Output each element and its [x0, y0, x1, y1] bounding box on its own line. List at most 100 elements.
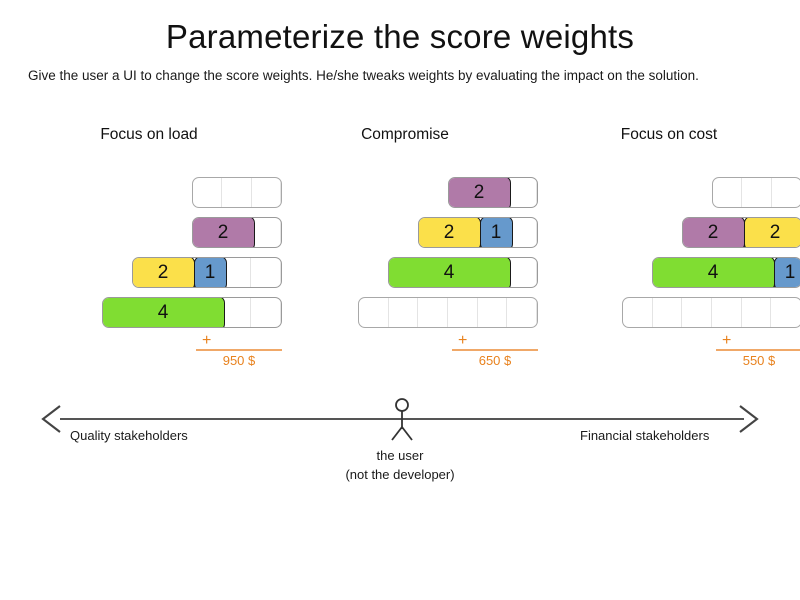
weight-slider-track[interactable]: 21X200 $ — [418, 216, 538, 248]
person-caption-line1: the user — [376, 448, 424, 463]
slider-fill-group: 2 — [449, 177, 511, 207]
weight-row: 4Y350 $ — [272, 252, 538, 292]
axis-label-right: Financial stakeholders — [580, 428, 710, 443]
slider-cell[interactable] — [478, 297, 508, 327]
total-amount: 550 $ — [742, 353, 776, 369]
plus-sign: + — [202, 332, 212, 349]
scenario-title: Focus on cost — [620, 126, 718, 143]
slider-cell[interactable] — [193, 177, 223, 207]
slider-cell[interactable] — [508, 177, 537, 207]
slider-cell[interactable] — [742, 297, 772, 327]
slider-cell[interactable] — [712, 297, 742, 327]
scenario-column: Focus on costX100 $ 22X200 $ 41Y350 $ Z400 … — [536, 126, 800, 378]
slider-cell[interactable] — [222, 297, 252, 327]
person-caption-line2: (not the developer) — [345, 467, 455, 482]
weight-row: 21Y350 $ — [16, 252, 282, 292]
sum-rule — [716, 349, 800, 352]
column-sum: +950 $ — [16, 332, 282, 378]
page-subtitle: Give the user a UI to change the score w… — [28, 68, 699, 83]
arrow-right-icon — [738, 404, 760, 434]
weight-segment[interactable]: 1 — [773, 257, 800, 287]
sum-inner: +650 $ — [452, 333, 538, 369]
column-sum: +650 $ — [272, 333, 538, 378]
slider-cell[interactable] — [653, 297, 683, 327]
axis-label-left: Quality stakeholders — [70, 428, 188, 443]
weight-row: 21X200 $ — [272, 212, 538, 252]
slider-cell[interactable] — [507, 257, 537, 287]
sum-inner: +950 $ — [196, 332, 282, 369]
slider-cell[interactable] — [623, 297, 653, 327]
slider-cell[interactable] — [508, 217, 537, 247]
weight-slider-track[interactable]: 2X200 $ — [192, 216, 282, 248]
weight-row: 2X200 $ — [16, 212, 282, 252]
scenario-columns: Focus on loadX100 $2X200 $21Y350 $4Z400 … — [0, 126, 800, 386]
weight-slider-track[interactable]: 41Y350 $ — [652, 256, 800, 288]
weight-segment[interactable]: 4 — [653, 257, 775, 287]
slider-cell[interactable] — [252, 177, 281, 207]
slider-fill-group: 4 — [389, 257, 511, 287]
slider-cell[interactable] — [389, 297, 419, 327]
weight-slider-track[interactable]: 4Z400 $ — [102, 296, 282, 328]
sum-rule — [196, 349, 282, 352]
slider-cell[interactable] — [772, 177, 800, 207]
slider-cell[interactable] — [359, 297, 389, 327]
slider-cell[interactable] — [682, 297, 713, 327]
weight-row: Z400 $ — [536, 292, 800, 332]
slider-cell[interactable] — [251, 257, 281, 287]
sum-inner: +550 $ — [716, 333, 800, 369]
weight-segment[interactable]: 2 — [449, 177, 511, 207]
slider-fill-group: 2 — [193, 217, 255, 247]
weight-segment[interactable]: 2 — [133, 257, 195, 287]
stick-figure-icon — [380, 396, 424, 444]
arrow-left-icon — [40, 404, 62, 434]
total-amount: 950 $ — [222, 353, 256, 369]
weight-row: 2X100 $ — [272, 172, 538, 212]
weight-row: X100 $ — [536, 172, 800, 212]
weight-row: Z400 $ — [272, 292, 538, 332]
sum-rule — [452, 349, 538, 352]
stakeholder-axis: Quality stakeholders Financial stakehold… — [0, 396, 800, 516]
weight-slider-track[interactable]: 2X100 $ — [448, 176, 538, 208]
slider-cell[interactable] — [252, 217, 281, 247]
column-sum: +550 $ — [536, 333, 800, 378]
slider-cell[interactable] — [771, 298, 800, 327]
weight-row: 22X200 $ — [536, 212, 800, 252]
weight-segment[interactable]: 2 — [683, 217, 745, 247]
weight-row: X100 $ — [16, 172, 282, 212]
slider-cell[interactable] — [507, 297, 537, 327]
weight-slider-track[interactable]: 21Y350 $ — [132, 256, 282, 288]
slider-cell[interactable] — [448, 297, 478, 327]
scenario-column: Focus on loadX100 $ 2X200 $ 21Y350 $ 4Z400 … — [16, 126, 282, 378]
slider-cell[interactable] — [418, 297, 449, 327]
weight-row: 41Y350 $ — [536, 252, 800, 292]
weight-slider-track[interactable]: Z400 $ — [358, 296, 538, 328]
weight-slider-track[interactable]: 4Y350 $ — [388, 256, 538, 288]
weight-slider-track[interactable]: 22X200 $ — [682, 216, 800, 248]
weight-segment[interactable]: 2 — [193, 217, 255, 247]
weight-segment[interactable]: 4 — [103, 297, 225, 327]
weight-segment[interactable]: 2 — [419, 217, 481, 247]
weight-slider-track[interactable]: Z400 $ — [622, 296, 800, 328]
weight-segment[interactable]: 2 — [743, 217, 800, 247]
slider-cell[interactable] — [222, 177, 252, 207]
weight-segment[interactable]: 4 — [389, 257, 511, 287]
page-title: Parameterize the score weights — [165, 18, 635, 55]
scenario-column: Compromise 2X100 $ 21X200 $ 4Y350 $ Z400 $ +6… — [272, 126, 538, 378]
scenario-title: Focus on load — [100, 126, 198, 143]
weight-slider-track[interactable]: X100 $ — [192, 176, 282, 208]
slider-cell[interactable] — [222, 257, 252, 287]
scenario-title: Compromise — [361, 126, 449, 143]
total-amount: 650 $ — [478, 353, 512, 369]
slider-cell[interactable] — [713, 177, 743, 207]
slider-fill-group: 4 — [103, 297, 225, 327]
weight-slider-track[interactable]: X100 $ — [712, 176, 800, 208]
slider-cell[interactable] — [251, 297, 281, 327]
slider-cell[interactable] — [742, 177, 772, 207]
weight-row: 4Z400 $ — [16, 292, 282, 332]
weight-segment[interactable]: 1 — [479, 217, 513, 247]
weight-segment[interactable]: 1 — [193, 257, 227, 287]
